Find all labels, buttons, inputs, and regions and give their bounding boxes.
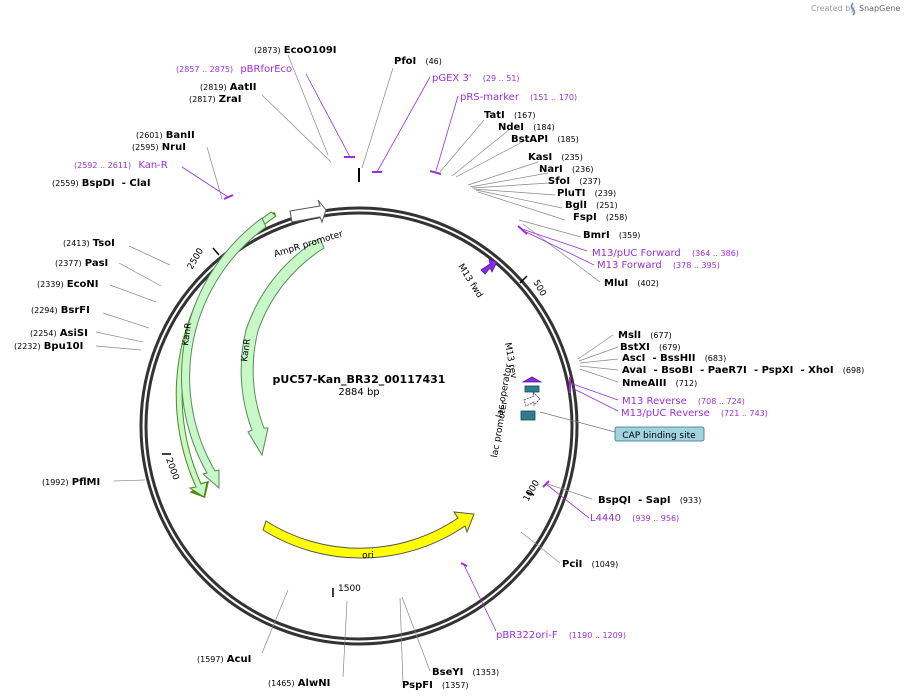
svg-text:pRS-marker (151 .. 170): pRS-marker (151 .. 170) <box>460 92 577 103</box>
svg-text:1500: 1500 <box>338 584 361 594</box>
kanr-middle-arrow <box>240 237 325 457</box>
svg-text:(2559) BspDI - ClaI: (2559) BspDI - ClaI <box>52 178 151 189</box>
cap-binding-arrow <box>523 390 541 407</box>
primer-labels: (2857 .. 2875) pBRforEco pGEX 3' (29 .. … <box>74 64 768 641</box>
tick-1500: 1500 <box>332 584 361 597</box>
svg-text:MslI (677): MslI (677) <box>618 330 672 341</box>
kanr-outer-label: KanR <box>181 322 194 346</box>
kanr-inner-arrow <box>181 217 267 490</box>
svg-text:(2857 .. 2875) pBRforEco: (2857 .. 2875) pBRforEco <box>176 64 292 75</box>
snapgene-logo-icon <box>850 2 856 16</box>
enzyme-labels: (2873) EcoO109I PfoI (46) (2819) AatII (… <box>14 45 864 691</box>
svg-text:M13/pUC Forward (364 .. 386): M13/pUC Forward (364 .. 386) <box>592 248 739 259</box>
svg-text:(2254) AsiSI: (2254) AsiSI <box>30 328 88 339</box>
svg-text:PluTI (239): PluTI (239) <box>557 188 616 199</box>
svg-text:FspI (258): FspI (258) <box>573 212 627 223</box>
plasmid-name: pUC57-Kan_BR32_00117431 <box>273 373 446 386</box>
svg-text:TatI (167): TatI (167) <box>484 110 535 121</box>
svg-text:(2294) BsrFI: (2294) BsrFI <box>31 305 90 316</box>
svg-text:M13 Forward (378 .. 395): M13 Forward (378 .. 395) <box>597 260 720 271</box>
backbone-outer-strand <box>139 206 579 646</box>
primer-leader-lines <box>181 73 619 632</box>
svg-text:(2339) EcoNI: (2339) EcoNI <box>37 279 99 290</box>
lac-operator-box <box>524 385 540 393</box>
svg-text:2000: 2000 <box>163 457 180 482</box>
kanr-middle-label: KanR <box>240 338 253 362</box>
enzyme-leader-lines <box>95 54 619 684</box>
svg-text:BspQI - SapI (933): BspQI - SapI (933) <box>598 495 701 506</box>
m13-fwd-arrow <box>480 258 498 275</box>
svg-text:PfoI (46): PfoI (46) <box>394 56 442 67</box>
primer-marks <box>223 156 571 567</box>
svg-text:SfoI (237): SfoI (237) <box>548 176 601 187</box>
svg-text:2500: 2500 <box>186 246 206 271</box>
svg-text:KasI (235): KasI (235) <box>528 152 583 163</box>
svg-text:BglI (251): BglI (251) <box>565 200 618 211</box>
svg-text:(2873) EcoO109I: (2873) EcoO109I <box>254 45 337 56</box>
m13-fwd-label: M13 fwd <box>455 262 484 300</box>
svg-text:M13/pUC Reverse (721 .. 743): M13/pUC Reverse (721 .. 743) <box>621 408 768 419</box>
ampr-promoter-arrow <box>289 199 327 224</box>
svg-text:M13 Reverse (708 .. 724): M13 Reverse (708 .. 724) <box>622 396 745 407</box>
plasmid-size: 2884 bp <box>338 387 379 398</box>
svg-text:PciI (1049): PciI (1049) <box>562 559 618 570</box>
svg-text:NmeAIII (712): NmeAIII (712) <box>622 378 697 389</box>
lac-promoter-label: lac promoter <box>490 400 510 459</box>
svg-text:(2817) ZraI: (2817) ZraI <box>189 94 241 105</box>
svg-text:BstAPI (185): BstAPI (185) <box>511 134 579 145</box>
cap-binding-site-label: CAP binding site <box>622 431 696 441</box>
svg-text:(2595) NruI: (2595) NruI <box>132 142 186 153</box>
tick-1000: 1000 <box>522 478 542 503</box>
svg-text:BmrI (359): BmrI (359) <box>583 230 640 241</box>
svg-text:PspFI (1357): PspFI (1357) <box>402 680 469 691</box>
tick-2000: 2000 <box>162 453 181 482</box>
svg-text:pBR322ori-F (1190 .. 1209): pBR322ori-F (1190 .. 1209) <box>496 630 626 641</box>
svg-text:(2232) Bpu10I: (2232) Bpu10I <box>14 341 83 352</box>
cap-binding-site-box <box>614 426 705 442</box>
svg-text:AscI - BssHII (683): AscI - BssHII (683) <box>622 353 726 364</box>
svg-text:NdeI (184): NdeI (184) <box>498 122 555 133</box>
svg-text:pGEX 3' (29 .. 51): pGEX 3' (29 .. 51) <box>432 73 520 84</box>
svg-text:(2819) AatII: (2819) AatII <box>200 82 257 93</box>
svg-text:(2592 .. 2611) Kan-R: (2592 .. 2611) Kan-R <box>74 160 168 171</box>
svg-text:(1597) AcuI: (1597) AcuI <box>197 654 251 665</box>
svg-text:BstXI (679): BstXI (679) <box>620 342 681 353</box>
ori-label: ori <box>362 551 374 561</box>
svg-text:(2377) PasI: (2377) PasI <box>55 258 108 269</box>
m13-rev-arrow <box>521 376 543 383</box>
credit-brand: SnapGene <box>859 4 900 13</box>
svg-text:(2601) BanII: (2601) BanII <box>136 130 195 141</box>
svg-text:BseYI (1353): BseYI (1353) <box>432 667 499 678</box>
svg-text:(1465) AlwNI: (1465) AlwNI <box>268 678 330 689</box>
svg-text:MluI (402): MluI (402) <box>604 278 659 289</box>
lac-promoter-box <box>520 410 536 421</box>
svg-text:L4440 (939 .. 956): L4440 (939 .. 956) <box>590 513 679 524</box>
svg-text:1000: 1000 <box>522 478 542 503</box>
svg-text:NarI (236): NarI (236) <box>539 164 593 175</box>
backbone-inner-strand <box>144 211 574 641</box>
ori-arrow <box>262 511 475 559</box>
svg-text:(2413) TsoI: (2413) TsoI <box>63 238 115 249</box>
credit-prefix: Created by <box>811 4 855 13</box>
svg-text:(1992) PflMI: (1992) PflMI <box>42 477 100 488</box>
cap-leader-line <box>539 411 616 433</box>
svg-text:AvaI - BsoBI - PaeR7I - PspXI: AvaI - BsoBI - PaeR7I - PspXI - XhoI (69… <box>622 365 864 376</box>
